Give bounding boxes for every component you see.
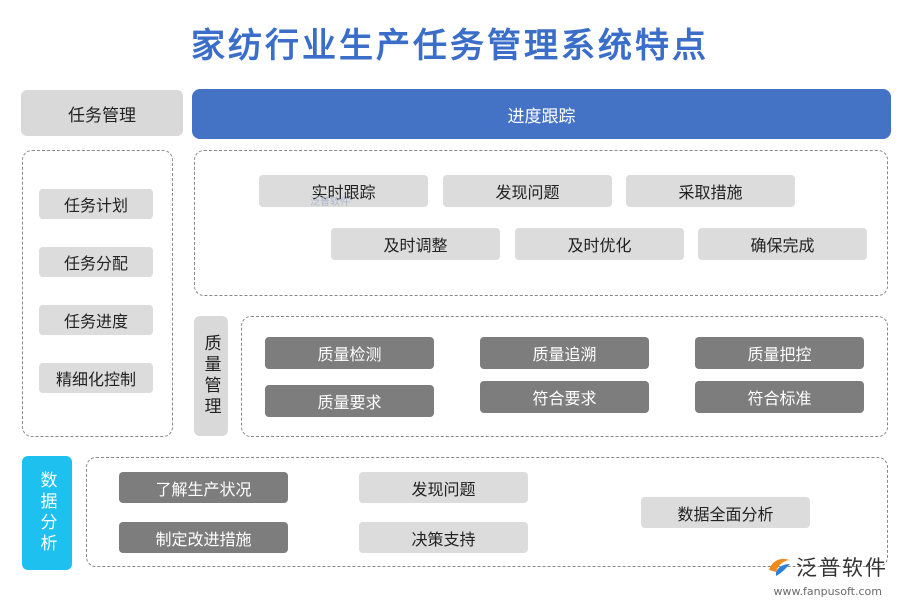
quality-management-label: 质量管理: [194, 316, 228, 436]
find-problem-analysis-item: 发现问题: [359, 472, 528, 503]
brand-logo: 泛普软件: [766, 552, 888, 582]
improvement-measures-item: 制定改进措施: [119, 522, 288, 553]
ensure-complete-item: 确保完成: [698, 228, 867, 260]
find-problem-item: 发现问题: [443, 175, 612, 207]
watermark-logo: 泛普软件: [310, 197, 350, 208]
data-analysis-box: [86, 457, 888, 567]
task-management-box: [22, 150, 173, 437]
task-progress-item: 任务进度: [39, 305, 153, 335]
timely-adjust-item: 及时调整: [331, 228, 500, 260]
fine-control-item: 精细化控制: [39, 363, 153, 393]
progress-tracking-box: [194, 150, 888, 296]
full-data-analysis-item: 数据全面分析: [641, 497, 810, 528]
task-assign-item: 任务分配: [39, 247, 153, 277]
realtime-tracking-item: 实时跟踪: [259, 175, 428, 207]
brand-logo-name: 泛普软件: [796, 556, 888, 580]
brand-logo-icon: [766, 554, 792, 580]
meet-requirement-item: 符合要求: [480, 381, 649, 413]
take-measures-item: 采取措施: [626, 175, 795, 207]
progress-tracking-header: 进度跟踪: [192, 89, 891, 139]
quality-inspection-item: 质量检测: [265, 337, 434, 369]
decision-support-item: 决策支持: [359, 522, 528, 553]
understand-production-item: 了解生产状况: [119, 472, 288, 503]
task-plan-item: 任务计划: [39, 189, 153, 219]
quality-requirement-item: 质量要求: [265, 385, 434, 417]
quality-control-item: 质量把控: [695, 337, 864, 369]
meet-standard-item: 符合标准: [695, 381, 864, 413]
page-title: 家纺行业生产任务管理系统特点: [191, 26, 709, 66]
timely-optimize-item: 及时优化: [515, 228, 684, 260]
quality-trace-item: 质量追溯: [480, 337, 649, 369]
data-analysis-label: 数据分析: [22, 456, 72, 570]
brand-logo-url: www.fanpusoft.com: [773, 585, 882, 598]
quality-management-box: [241, 316, 888, 437]
task-management-header: 任务管理: [21, 90, 183, 136]
